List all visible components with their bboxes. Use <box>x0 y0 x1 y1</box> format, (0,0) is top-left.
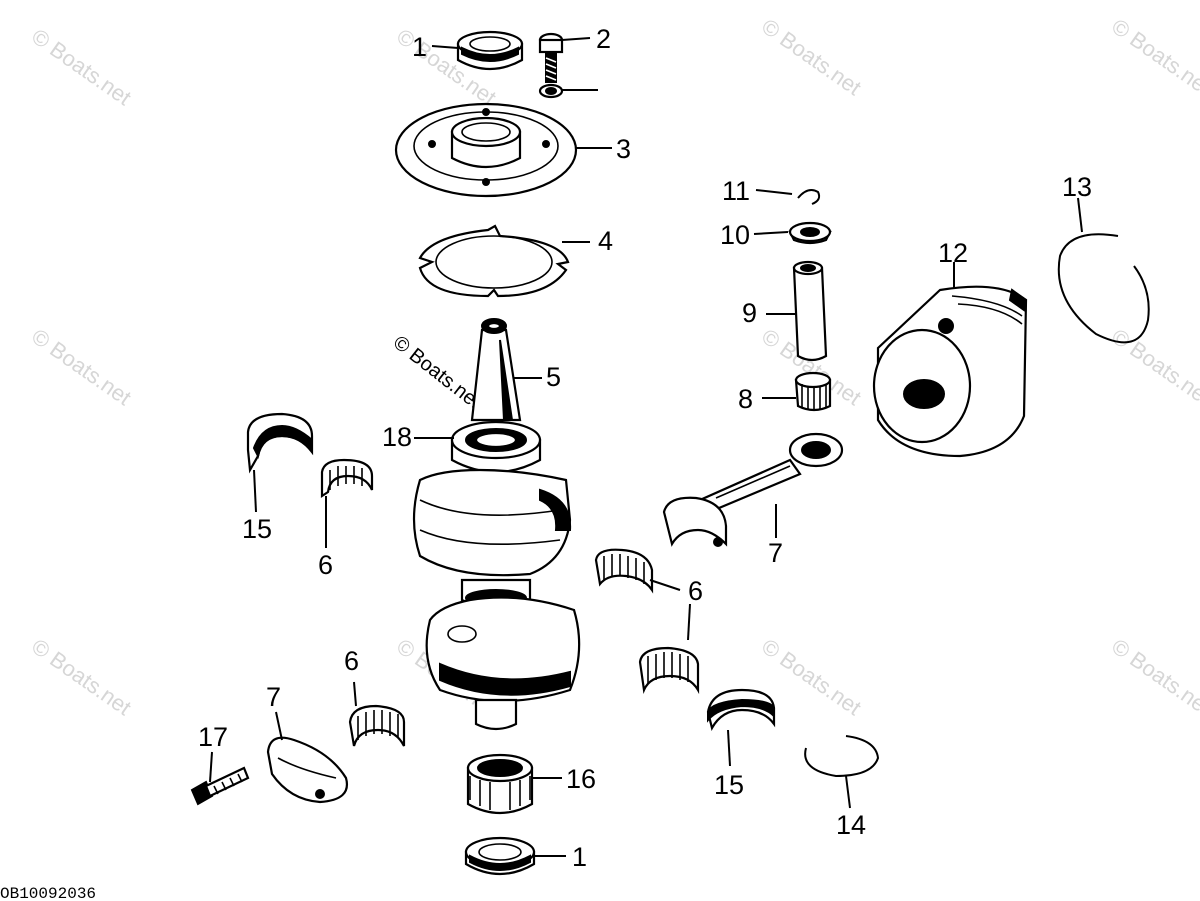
callout-18: 18 <box>382 422 412 452</box>
callout-12: 12 <box>938 238 968 268</box>
main-bearing-half-left <box>246 412 314 474</box>
callout-15-left: 15 <box>242 514 272 544</box>
needle-cage-right-lower <box>638 646 700 695</box>
bearing-housing <box>394 102 578 198</box>
callout-5: 5 <box>546 362 561 392</box>
diagram-code: OB10092036 <box>0 885 96 901</box>
pin-washer <box>788 221 832 245</box>
leader-lines <box>209 37 1083 857</box>
callout-11: 11 <box>722 176 750 206</box>
pin-needle-bearing <box>794 371 832 412</box>
piston-pin <box>792 260 828 362</box>
callout-2: 2 <box>596 24 611 54</box>
callout-6-left-upper: 6 <box>318 550 333 580</box>
seal-bottom <box>464 836 536 875</box>
piston-pin-clip <box>797 189 821 205</box>
watermark-text: © Boats.net <box>1107 634 1200 721</box>
watermark-text: © Boats.net <box>27 24 136 111</box>
piston-ring <box>1057 233 1150 344</box>
gasket <box>418 224 570 298</box>
callout-17: 17 <box>198 722 228 752</box>
callout-15-right: 15 <box>714 770 744 800</box>
lower-bearing <box>466 753 534 814</box>
callout-4: 4 <box>598 226 613 256</box>
seal-top <box>456 30 524 70</box>
watermark-text: © Boats.net <box>1107 14 1200 101</box>
callout-1-top: 1 <box>412 32 427 62</box>
screw-top <box>538 32 564 99</box>
callout-10: 10 <box>720 220 750 250</box>
callout-16: 16 <box>566 764 596 794</box>
needle-cage-right-upper <box>594 548 654 594</box>
watermark-text: © Boats.net <box>757 14 866 101</box>
callout-8: 8 <box>738 384 753 414</box>
rod-bolt <box>190 766 250 806</box>
callout-labels: 1 2 3 4 5 18 15 6 6 7 17 16 1 11 10 9 8 … <box>198 24 1092 872</box>
callout-7-rod: 7 <box>768 538 783 568</box>
crankshaft <box>412 318 581 731</box>
callout-6-right: 6 <box>688 576 703 606</box>
callout-13: 13 <box>1062 172 1092 202</box>
callout-3: 3 <box>616 134 631 164</box>
retaining-ring <box>804 735 880 778</box>
callout-9: 9 <box>742 298 757 328</box>
watermark-text: © Boats.net <box>27 634 136 721</box>
connecting-rod <box>662 432 844 547</box>
rod-cap <box>266 736 349 804</box>
piston <box>872 285 1028 458</box>
main-bearing-half-right <box>706 688 776 731</box>
needle-cage-left-lower <box>348 704 406 747</box>
watermark-text: © Boats.net <box>27 324 136 411</box>
callout-7-cap: 7 <box>266 682 281 712</box>
callout-1-bottom: 1 <box>572 842 587 872</box>
watermark-center-text: © Boats.net <box>389 332 485 414</box>
callout-14: 14 <box>836 810 866 840</box>
callout-6-left-lower: 6 <box>344 646 359 676</box>
watermark-text: © Boats.net <box>1107 324 1200 411</box>
needle-cage-left-upper <box>320 458 374 499</box>
